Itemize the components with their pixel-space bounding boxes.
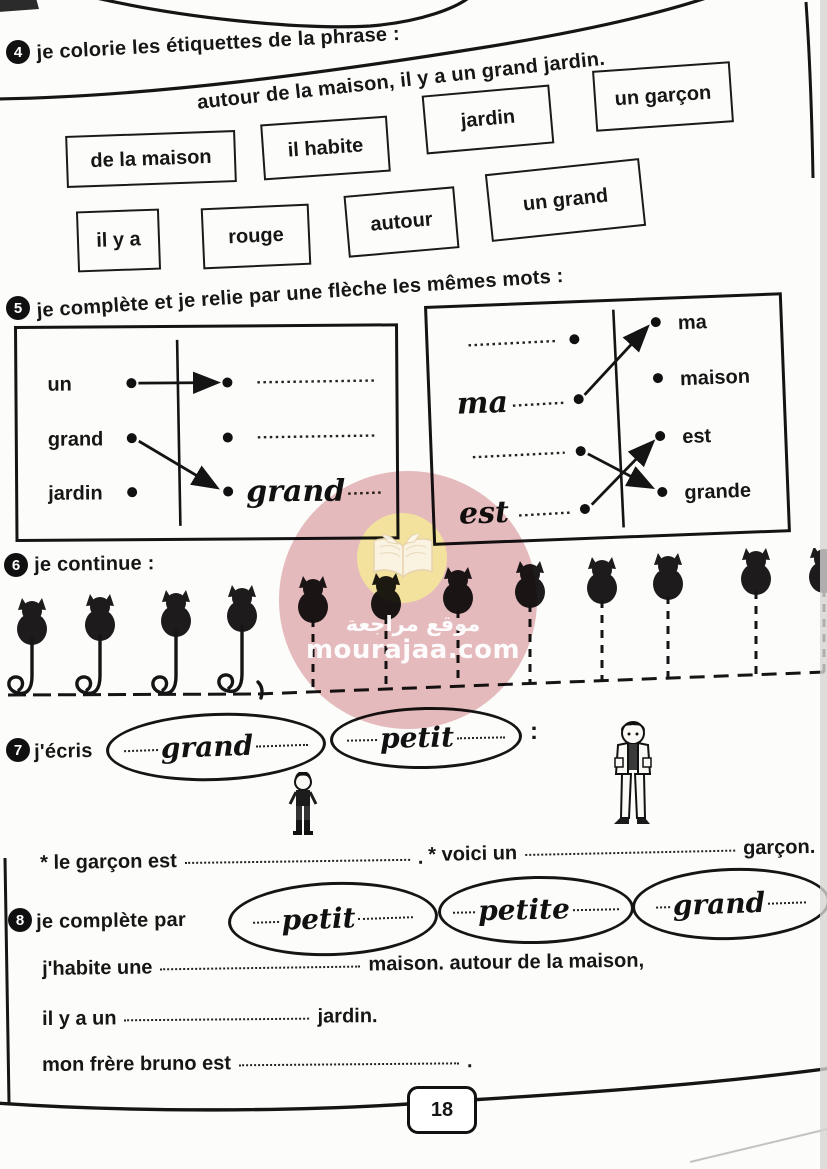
cursive-word-petit: petit — [280, 901, 356, 937]
cursive-word-grand: grand — [160, 728, 254, 765]
answer-dotted-line — [257, 379, 378, 384]
exercise-4-number-badge: 4 — [6, 40, 30, 64]
word-tag-de-la-maison: de la maison — [65, 130, 237, 188]
cat-icon — [227, 585, 257, 632]
exercise-5-number-badge: 5 — [6, 296, 30, 320]
sentence-mon-frere-bruno: mon frère bruno est . — [42, 1050, 473, 1077]
sentence-il-y-a-un: il y a un jardin. — [42, 1005, 378, 1031]
divider-line — [611, 309, 625, 528]
exercise-7-colon: : — [530, 718, 539, 745]
sentence-end: maison. autour de la maison, — [368, 949, 645, 976]
answer-dotted-line — [472, 451, 565, 459]
tall-boy-illustration — [614, 721, 652, 824]
sentence-label: * voici un — [428, 842, 518, 866]
sentence-label: j'habite une — [42, 956, 153, 980]
exercise-6-number-badge: 6 — [4, 553, 28, 577]
match-word-ma: ma — [677, 311, 708, 334]
answer-dotted-line — [257, 434, 378, 439]
cat-icon — [161, 590, 191, 637]
baseline-left — [7, 692, 259, 697]
answer-blank — [160, 964, 361, 971]
completed-strokes — [7, 625, 264, 700]
match-word-est: est — [682, 425, 712, 448]
scan-edge-shadow — [820, 0, 827, 1169]
word-tag-il-y-a: il y a — [75, 208, 162, 273]
sentence-label: il y a un — [42, 1007, 117, 1030]
exercise-7-title: j'écris — [34, 739, 93, 763]
cursive-word-petite: petite — [477, 892, 571, 928]
match-word-maison: maison — [680, 366, 751, 391]
page-number-badge: 18 — [407, 1086, 477, 1134]
match-word-grande: grande — [684, 480, 751, 505]
word-tag-rouge: rouge — [200, 203, 312, 270]
match-word-jardin: jardin — [47, 482, 103, 504]
sentence-end: . — [417, 846, 424, 869]
exercise-8-title: je complète par — [36, 908, 187, 933]
cat-icon — [587, 557, 617, 604]
answer-blank — [525, 848, 736, 856]
handwritten-answer-ma: ma — [456, 385, 508, 422]
small-boy-illustration — [288, 772, 318, 835]
sentence-end: garçon. — [742, 835, 816, 860]
sentence-label: * le garçon est — [40, 850, 178, 874]
match-arrow — [590, 439, 656, 506]
answer-blank — [184, 857, 410, 864]
word-tag-un-garcon: un garçon — [592, 61, 734, 132]
watermark-circle — [279, 471, 537, 729]
match-word-grand: grand — [48, 428, 104, 450]
answer-blank — [239, 1061, 460, 1067]
sentence-end: . — [466, 1050, 473, 1073]
match-arrow — [587, 452, 656, 490]
word-tag-il-habite: il habite — [260, 115, 391, 181]
cat-icon — [17, 598, 47, 645]
word-tag-jardin: jardin — [421, 84, 555, 155]
cursive-word-grand: grand — [672, 885, 766, 923]
exercise-8-number-badge: 8 — [8, 908, 32, 932]
answer-blank — [124, 1016, 310, 1022]
open-book-icon — [373, 534, 433, 579]
match-arrow — [138, 439, 220, 490]
divider-line — [175, 339, 182, 526]
sentence-end: jardin. — [317, 1005, 378, 1028]
cat-icon — [741, 548, 771, 595]
sentence-label: mon frère bruno est — [42, 1052, 232, 1076]
cat-icon — [85, 594, 115, 641]
match-arrow — [583, 324, 650, 396]
match-arrow — [138, 371, 221, 394]
match-word-un: un — [47, 374, 72, 396]
exercise-7-number-badge: 7 — [6, 738, 30, 762]
answer-dotted-line — [468, 339, 559, 347]
word-tag-autour: autour — [343, 186, 460, 258]
cat-icon — [653, 553, 683, 600]
